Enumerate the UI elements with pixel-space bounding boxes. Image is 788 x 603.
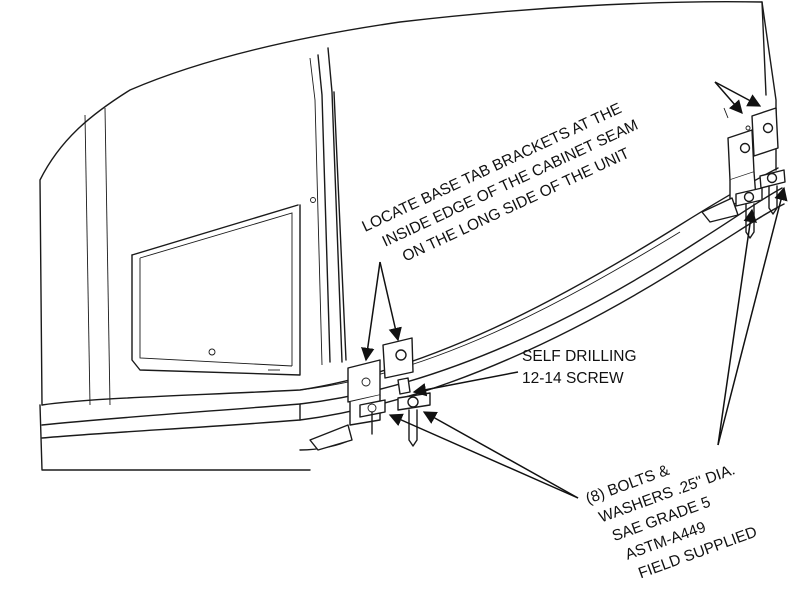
screw-label: SELF DRILLING 12-14 SCREW [522, 348, 637, 387]
cabinet-body [39, 0, 777, 406]
screw-note-line-2: 12-14 SCREW [522, 370, 624, 387]
bracket-note-line-2: INSIDE EDGE OF THE CABINET SEAM [380, 117, 641, 251]
leader-lines [361, 81, 788, 499]
bracket-location-label: LOCATE BASE TAB BRACKETS AT THE INSIDE E… [360, 100, 641, 265]
right-tab-bracket [701, 107, 786, 239]
bolt-label: (8) BOLTS & WASHERS .25" DIA. SAE GRADE … [584, 461, 760, 582]
screw-note-line-1: SELF DRILLING [522, 348, 637, 365]
left-tab-bracket [309, 337, 431, 451]
